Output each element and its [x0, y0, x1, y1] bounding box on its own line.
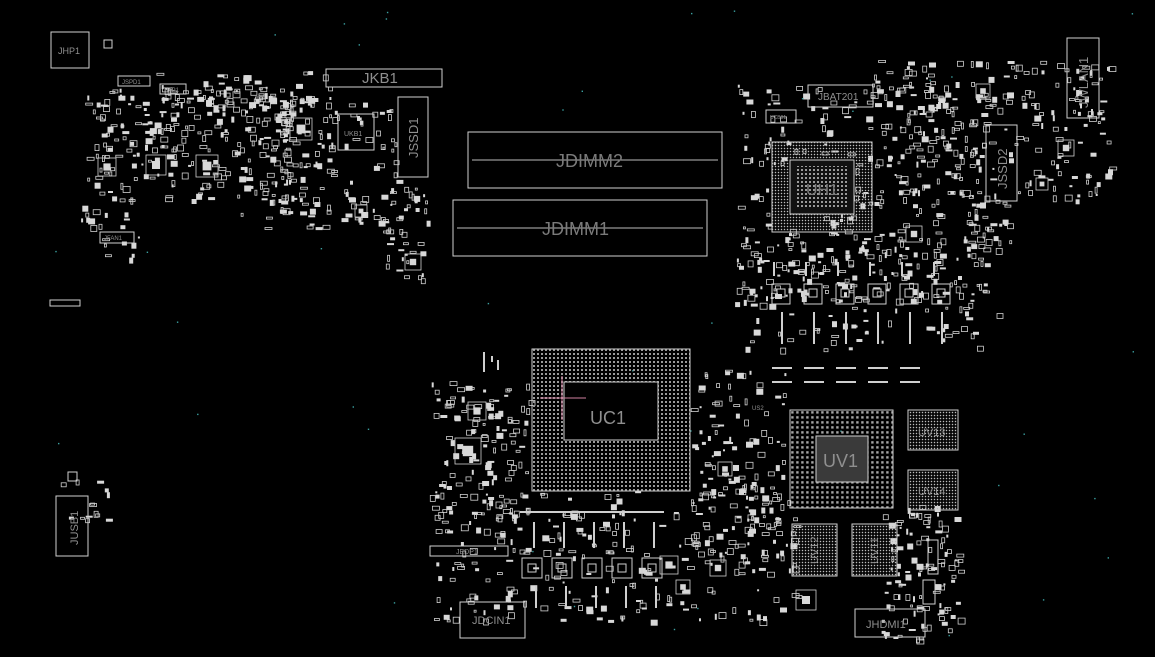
- jtp1-connector: [159, 83, 187, 95]
- jusb1-connector: [55, 495, 89, 557]
- jdimm1-slot: [452, 199, 708, 257]
- jhp1-label: JHP1: [58, 46, 80, 56]
- uv12-chip: [791, 523, 838, 577]
- uc1-chip: [531, 348, 691, 492]
- jfan1-label: JFAN1: [104, 236, 123, 242]
- jedp1-label: JEDP1: [456, 549, 478, 556]
- jfan1-connector: [99, 231, 135, 244]
- ucb01-label: UCB01: [770, 115, 786, 121]
- uv13-label: UV13: [918, 427, 946, 439]
- jdimm2-slot: [467, 131, 723, 189]
- jwlan1-connector: [1066, 37, 1100, 119]
- jkb1-connector: [325, 68, 443, 88]
- ukb1-chip: [337, 113, 375, 151]
- jdimm2-label: JDIMM2: [556, 151, 623, 171]
- jbat201-label: JBAT201: [818, 92, 859, 103]
- uh1-label: UH1: [806, 182, 838, 199]
- uc1-label: UC1: [590, 408, 626, 428]
- uv12-label: UV12: [809, 536, 821, 564]
- passive-components: [55, 10, 1134, 645]
- uv1-chip: [789, 409, 894, 509]
- jusb1-label: JUSB1: [69, 511, 81, 545]
- jdcin1-label: JDCIN1: [472, 615, 511, 627]
- uv1-label: UV1: [823, 451, 858, 471]
- uv13-chip: [907, 409, 959, 451]
- jssd1-connector: [397, 96, 429, 178]
- jssd1-label: JSSD1: [406, 118, 421, 158]
- jedp1-connector: [429, 545, 509, 557]
- jssd2-label: JSSD2: [995, 149, 1010, 189]
- jwlan1-label: JWLAN1: [1076, 57, 1091, 108]
- jtp1-label: JTP1: [165, 88, 180, 94]
- jssd2-connector: [985, 124, 1018, 202]
- jhp1-connector: [50, 31, 90, 69]
- jdimm1-label: JDIMM1: [542, 219, 609, 239]
- jkb1-label: JKB1: [362, 70, 398, 87]
- ucb01-chip: [765, 109, 797, 124]
- jspd1-connector: [117, 75, 151, 87]
- jhdmi1-connector: [854, 608, 926, 638]
- jdcin1-connector: [459, 601, 526, 639]
- jspd1-label: JSPD1: [122, 80, 141, 86]
- uv14-chip: [907, 469, 959, 511]
- uv14-label: UV14: [918, 486, 946, 498]
- jhdmi1-label: JHDMI1: [866, 619, 906, 631]
- jbat201-connector: [807, 84, 874, 108]
- us2-label: US2: [752, 406, 764, 412]
- ukb1-label: UKB1: [344, 131, 362, 138]
- uv11-chip: [851, 523, 898, 577]
- uv11-label: UV11: [869, 537, 881, 564]
- uh1-chip: [771, 141, 873, 233]
